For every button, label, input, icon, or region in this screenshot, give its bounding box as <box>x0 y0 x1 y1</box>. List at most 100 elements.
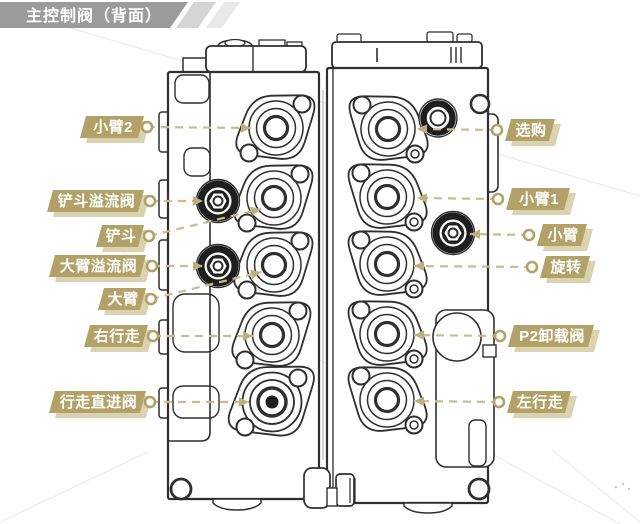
port-p2-ring-0 <box>359 306 415 362</box>
leader-line-chandou <box>148 207 262 238</box>
center-bracket-notch <box>326 487 338 507</box>
leader-arrow-dabi-yiliufa <box>193 261 203 271</box>
watermark-line-2 <box>0 451 149 523</box>
label-tag-chandou-yiliufa <box>47 190 144 212</box>
right-edge-tab <box>482 344 497 358</box>
speck-1 <box>621 482 625 486</box>
left-strip-pad-1 <box>183 147 211 177</box>
leader-dot-dabi <box>144 292 158 306</box>
port-youxingzou-bolt-2 <box>235 350 255 370</box>
port-xiaobi1 <box>347 163 428 232</box>
port-xiaobi2-ring-2 <box>262 114 290 142</box>
label-tag-xuanzhuan <box>540 256 590 278</box>
port-xuanzhuan-bolt-ring <box>409 284 419 294</box>
port-zuoxingzou <box>347 366 428 435</box>
left-top-cap <box>205 45 307 73</box>
leader-line-dabi <box>150 270 262 301</box>
port-xiaobi1-ring-0 <box>359 169 415 225</box>
label-tag-p2-xiezaifa <box>508 325 594 347</box>
port-zuoxingzou-ring-1 <box>366 379 408 421</box>
leader-arrow-dabi <box>250 269 261 280</box>
port-xuangou-bolt-1 <box>352 95 372 115</box>
port-youxingzou-ring-2 <box>258 321 286 349</box>
port-chandou-bolt-2 <box>237 213 257 233</box>
relief-xiaobi-hex <box>441 223 465 243</box>
left-strip-pad-2 <box>172 293 220 353</box>
plug-xuangou-center <box>429 109 447 127</box>
port-zuoxingzou-ring-0 <box>359 372 415 428</box>
speck-2 <box>627 487 631 491</box>
right-top-cap <box>331 41 483 69</box>
port-xiaobi2 <box>235 94 316 163</box>
p2-large-circle <box>432 312 482 362</box>
port-xuangou-ring-2 <box>374 115 402 143</box>
center-bracket-left <box>303 467 331 509</box>
port-xuangou-ring-1 <box>367 108 409 150</box>
port-xuanzhuan-ring-1 <box>366 243 408 285</box>
leader-arrow-p2-xiezaifa <box>414 330 425 340</box>
port-p2-ring-1 <box>366 313 408 355</box>
leader-dot-chandou-yiliufa <box>143 194 157 208</box>
label-text-chandou-yiliufa: 铲斗溢流阀 <box>58 192 136 210</box>
leader-dot-chandou <box>142 229 156 243</box>
port-xiaobi1-bolt-2 <box>404 212 424 232</box>
port-dabi-ring-0 <box>246 237 302 293</box>
port-xingzou-zhijinfa-bolt-2 <box>235 417 255 437</box>
ribbon-banner <box>0 2 188 28</box>
leader-dot-xiaobi <box>522 228 536 242</box>
port-xiaobi2-bolt-1 <box>292 94 312 114</box>
left-strip-pad-3 <box>172 385 220 419</box>
port-xingzou-zhijinfa-ring-2 <box>256 386 288 418</box>
port-dabi-bolt-1 <box>290 231 310 251</box>
label-tag-xingzou-zhijinfa <box>49 391 146 413</box>
leader-line-zuoxingzou <box>413 399 500 404</box>
label-tags: 小臂2铲斗溢流阀铲斗大臂溢流阀大臂右行走行走直进阀选购小臂1小臂旋转P2卸载阀左… <box>47 116 600 418</box>
left-strip-pad-0 <box>174 74 210 104</box>
leader-arrow-xuangou <box>417 124 428 134</box>
label-tag-xiaobi2 <box>80 116 144 138</box>
leader-arrow-youxingzou <box>243 331 253 341</box>
leader-arrow-chandou-yiliufa <box>193 196 203 206</box>
port-dabi-bolt-2 <box>237 280 257 300</box>
leader-dot-xiaobi2 <box>140 120 154 134</box>
port-p2 <box>347 300 428 369</box>
label-tag-youxingzou <box>84 325 148 347</box>
relief-chandou-center <box>212 195 224 207</box>
leader-arrow-xiaobi1 <box>417 193 428 203</box>
port-xuanzhuan-bolt-2 <box>404 279 424 299</box>
leader-arrow-xuanzhuan <box>414 261 425 271</box>
label-text-xuanzhuan: 旋转 <box>549 258 581 276</box>
port-xiaobi1-bolt-ring <box>409 217 419 227</box>
plug-xuangou-dark-ring <box>420 100 456 136</box>
label-text-chandou: 铲斗 <box>105 227 136 245</box>
relief-dabi-center <box>212 260 224 272</box>
leader-dot-xuanzhuan <box>525 260 539 274</box>
leader-dot-zuoxingzou <box>492 395 506 409</box>
port-p2-bolt-ring <box>409 354 419 364</box>
port-xingzou-zhijinfa-bolt-1 <box>288 368 308 388</box>
label-tag-xiaobi <box>537 224 587 246</box>
relief-dabi-hex <box>206 256 230 276</box>
watermark-line-3 <box>551 449 640 523</box>
right-foot <box>403 502 453 514</box>
leader-arrow-xiaobi <box>470 229 481 239</box>
relief-chandou-hex <box>206 191 230 211</box>
port-dabi <box>233 231 314 300</box>
leader-line-xiaobi2 <box>146 125 252 130</box>
port-xuanzhuan-bolt-1 <box>351 230 371 250</box>
label-text-dabi-yiliufa: 大臂溢流阀 <box>60 257 138 275</box>
leader-dot-youxingzou <box>146 329 160 343</box>
label-text-p2-xiezaifa: P2卸载阀 <box>519 327 585 345</box>
port-chandou-bolt-1 <box>290 164 310 184</box>
port-xiaobi2-ring-1 <box>255 107 297 149</box>
label-tag-xuangou <box>505 119 555 141</box>
leader-line-xuanzhuan <box>413 264 533 269</box>
port-chandou-ring-0 <box>246 170 302 226</box>
relief-xiaobi-dark-ring <box>432 212 474 254</box>
right-inner-slot <box>468 419 487 467</box>
right-bottom-bolt <box>467 477 491 501</box>
port-xuangou <box>348 95 429 164</box>
leader-lines <box>146 123 533 407</box>
